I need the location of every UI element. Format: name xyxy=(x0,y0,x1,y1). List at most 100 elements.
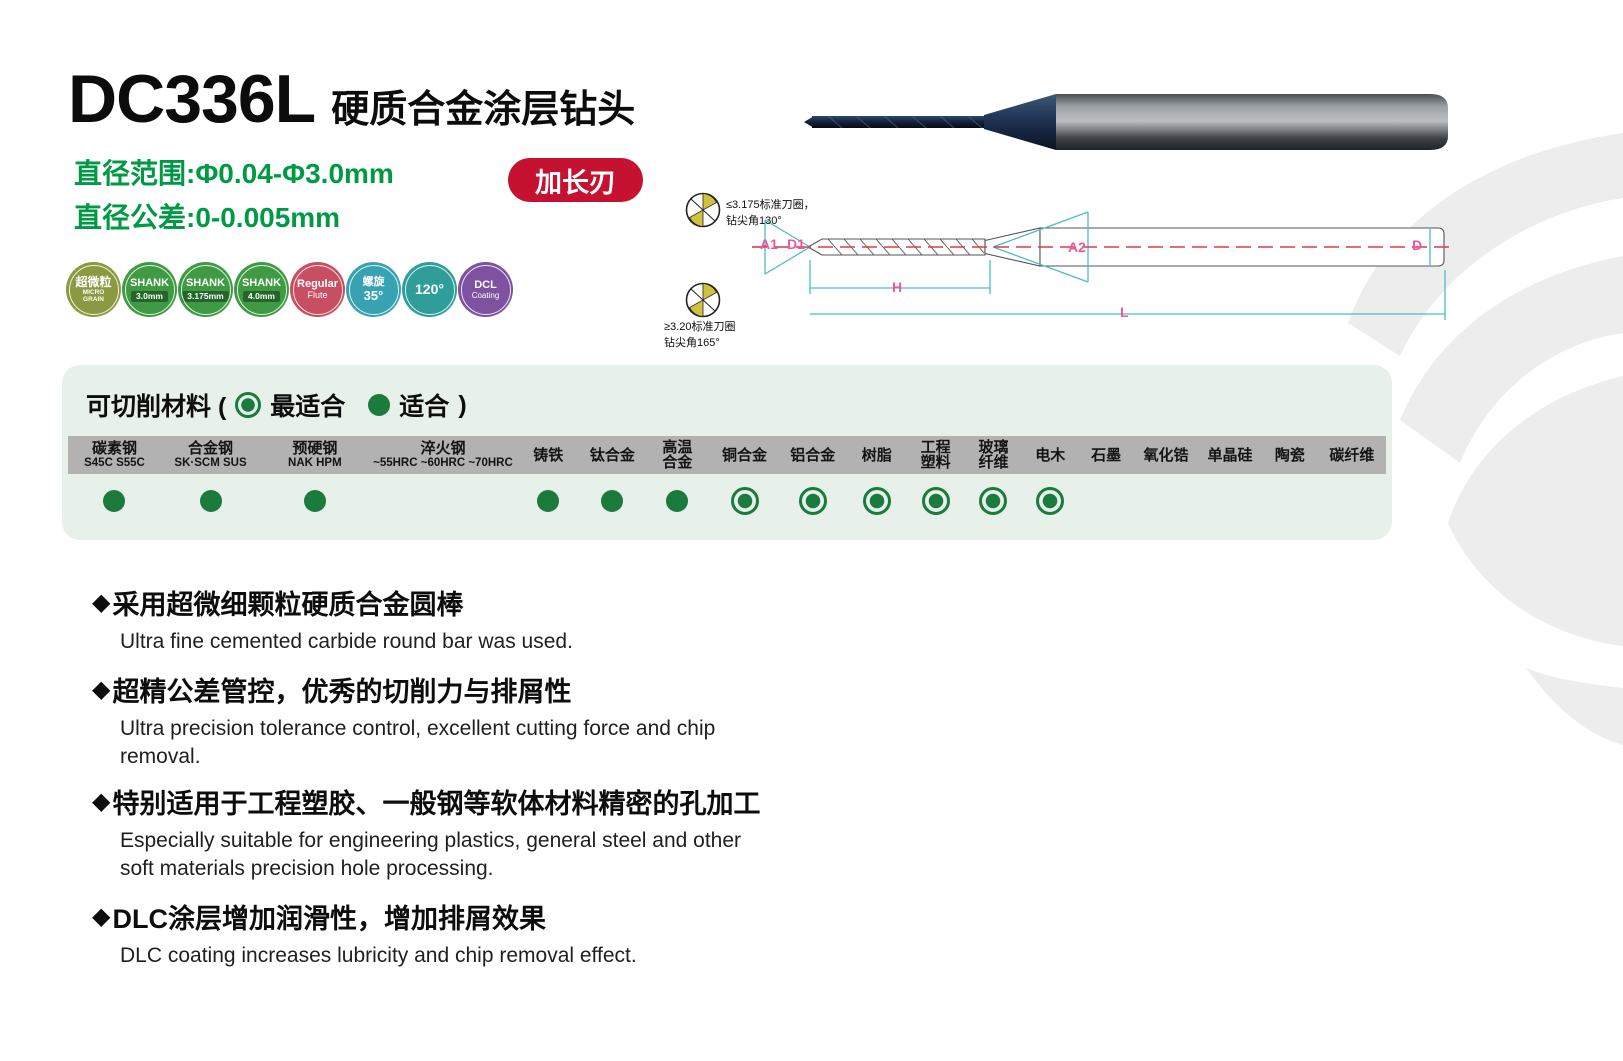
suitability-cell xyxy=(260,477,370,525)
badge-text: 120° xyxy=(415,280,444,297)
long-flute-tag: 加长刃 xyxy=(508,158,643,202)
feature-en: Especially suitable for engineering plas… xyxy=(120,829,742,880)
feature-item: ◆采用超微细颗粒硬质合金圆棒 Ultra fine cemented carbi… xyxy=(92,583,573,656)
material-header: 工程 塑料 xyxy=(920,439,951,471)
note-small-diameter-line2: 钻尖角130° xyxy=(726,215,782,227)
material-header: 铸铁 xyxy=(533,446,564,464)
feature-item: ◆特别适用于工程塑胶、一般钢等软体材料精密的孔加工 Especially sui… xyxy=(92,782,775,882)
material-header: 铝合金 xyxy=(790,446,836,464)
badge-text: SHANK xyxy=(241,277,282,290)
diamond-bullet-icon: ◆ xyxy=(92,589,111,616)
suitability-dot xyxy=(862,487,891,515)
note-small-diameter-line1: ≤3.175标准刀圈， xyxy=(726,199,815,211)
badge-subtext: 3.0mm xyxy=(131,290,168,302)
best-fit-dot-icon xyxy=(235,392,262,418)
material-header: 玻璃 纤维 xyxy=(978,439,1009,471)
feature-item: ◆超精公差管控，优秀的切削力与排屑性 Ultra precision toler… xyxy=(92,670,775,770)
diameter-tolerance: 直径公差:0-0.005mm xyxy=(74,202,341,233)
suitability-dot xyxy=(798,487,827,515)
materials-legend: 可切削材料 ( 最适合 适合 ) xyxy=(86,387,467,423)
dim-label-d1: D1 xyxy=(787,236,805,252)
dim-label-a1: A1 xyxy=(760,236,778,252)
badge-helix-35: 螺旋 35° xyxy=(346,262,401,317)
badge-regular-flute: Regular Flute xyxy=(290,262,345,317)
badge-text: SHANK xyxy=(185,277,226,290)
good-fit-dot-icon xyxy=(368,394,391,416)
material-header: 钛合金 xyxy=(589,446,635,464)
suitability-dot xyxy=(601,490,624,512)
material-header: 铜合金 xyxy=(722,446,768,464)
badge-subtext: 4.0mm xyxy=(243,290,280,302)
diamond-bullet-icon: ◆ xyxy=(92,903,111,930)
materials-title-close: ) xyxy=(458,390,467,419)
dim-label-l: L xyxy=(1120,304,1129,320)
suitability-dot xyxy=(921,487,950,515)
product-subtitle: 硬质合金涂层钻头 xyxy=(331,89,636,131)
suitability-cell xyxy=(965,477,1023,525)
material-header: 树脂 xyxy=(861,446,892,464)
suitability-cell xyxy=(1318,477,1386,525)
badge-subtext: 35° xyxy=(363,288,384,304)
material-header: 石墨 xyxy=(1091,446,1122,464)
feature-en: DLC coating increases lubricity and chip… xyxy=(120,944,637,967)
badge-subtext: Flute xyxy=(307,290,328,301)
badge-subtext: Coating xyxy=(471,290,500,300)
drill-render-image xyxy=(804,94,1448,150)
suitability-cell xyxy=(710,477,778,525)
badge-shank-3_175: SHANK 3.175mm xyxy=(178,262,233,317)
badge-text: Regular xyxy=(297,278,338,291)
suitability-cell xyxy=(1078,477,1134,525)
materials-title: 可切削材料 ( xyxy=(86,393,227,421)
feature-zh: 采用超微细颗粒硬质合金圆棒 xyxy=(112,590,464,620)
suitability-cell xyxy=(779,477,847,525)
feature-item: ◆DLC涂层增加润滑性，增加排屑效果 DLC coating increases… xyxy=(92,897,637,970)
suitability-cell xyxy=(907,477,965,525)
suitability-cell xyxy=(370,477,517,525)
dim-label-d: D xyxy=(1412,237,1423,253)
badge-dcl-coating: DCL Coating xyxy=(458,262,513,317)
legend-good-label: 适合 xyxy=(399,393,450,421)
badge-shank-3_0: SHANK 3.0mm xyxy=(122,262,177,317)
material-header: 氧化锆 xyxy=(1143,446,1189,464)
feature-zh: 超精公差管控，优秀的切削力与排屑性 xyxy=(112,677,572,707)
badge-text: 螺旋 xyxy=(362,276,385,289)
suitability-dot xyxy=(730,487,759,515)
legend-best-label: 最适合 xyxy=(270,393,346,421)
diamond-bullet-icon: ◆ xyxy=(92,676,111,703)
product-model: DC336L xyxy=(68,61,316,137)
diameter-range: 直径范围:Φ0.04-Φ3.0mm xyxy=(74,158,394,189)
suitability-dot xyxy=(303,490,326,512)
suitability-dot xyxy=(666,490,689,512)
suitability-cell xyxy=(1134,477,1198,525)
material-header: 碳纤维 xyxy=(1329,446,1375,464)
diamond-bullet-icon: ◆ xyxy=(92,788,111,815)
materials-suitability-row xyxy=(68,477,1386,525)
material-header: 淬火钢~55HRC ~60HRC ~70HRC xyxy=(373,440,513,469)
badge-subtext: 3.175mm xyxy=(182,290,229,302)
badge-subtext: MICRO GRAIN xyxy=(82,288,105,303)
suitability-cell xyxy=(1022,477,1078,525)
suitability-dot xyxy=(199,490,222,512)
note-large-diameter-line2: 钻尖角165° xyxy=(664,337,720,349)
feature-en: Ultra fine cemented carbide round bar wa… xyxy=(120,630,573,653)
suitability-dot xyxy=(537,490,560,512)
material-header: 电木 xyxy=(1035,446,1066,464)
material-header: 高温 合金 xyxy=(662,439,693,471)
suitability-cell xyxy=(1198,477,1262,525)
dimension-drawing xyxy=(685,192,1452,320)
dimension-diagram: A1 D1 A2 D H L ≤3.175标准刀圈， 钻尖角130° ≥3.20… xyxy=(660,182,1460,360)
material-header: 单晶硅 xyxy=(1207,446,1253,464)
note-large-diameter-line1: ≥3.20标准刀圈 xyxy=(664,321,736,333)
suitability-cell xyxy=(516,477,580,525)
badge-text: 超微粒 xyxy=(75,274,112,289)
feature-zh: DLC涂层增加润滑性，增加排屑效果 xyxy=(112,904,546,934)
suitability-cell xyxy=(580,477,644,525)
suitability-dot xyxy=(103,490,126,512)
dim-label-h: H xyxy=(892,279,903,295)
